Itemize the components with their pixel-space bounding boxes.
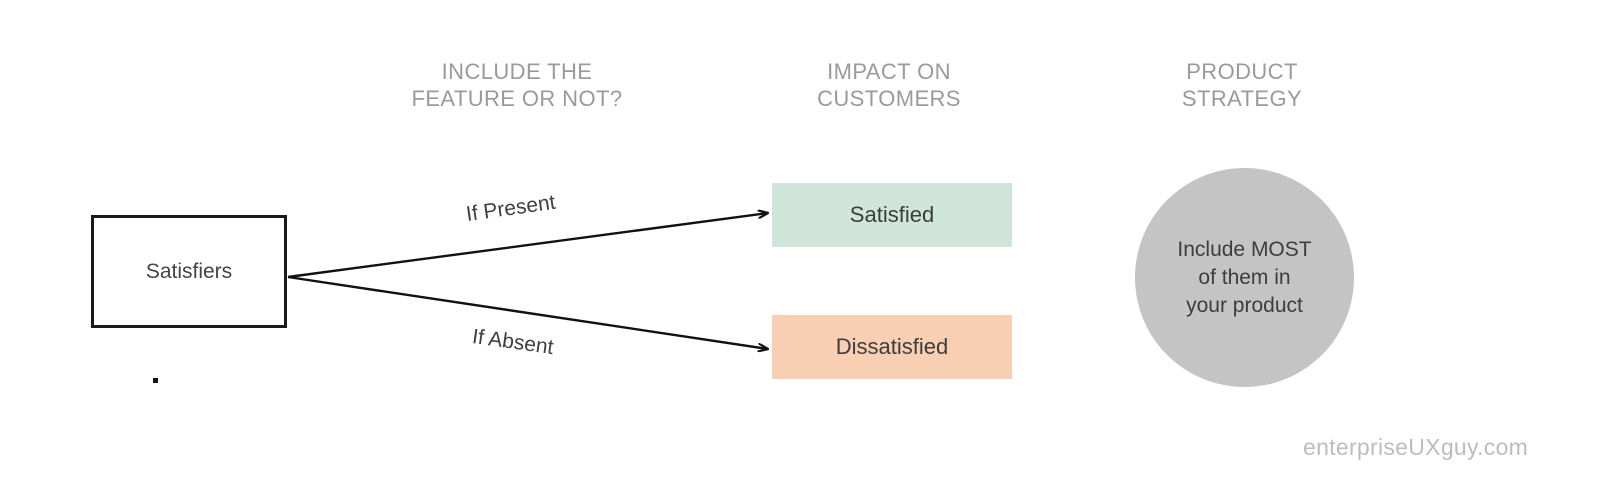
outcome-dissatisfied: Dissatisfied bbox=[772, 315, 1012, 379]
edge-label-if-absent: If Absent bbox=[470, 325, 555, 360]
outcome-dissatisfied-label: Dissatisfied bbox=[835, 334, 949, 359]
edge-label-if-present: If Present bbox=[464, 190, 557, 227]
watermark-enterpriseuxguy: enterpriseUXguy.com bbox=[1303, 434, 1529, 460]
outcome-satisfied-label: Satisfied bbox=[849, 202, 935, 227]
node-satisfiers: Satisfiers bbox=[91, 215, 287, 328]
stray-dot-mark bbox=[153, 378, 158, 383]
column-header-impact-on-customers: IMPACT ON CUSTOMERS bbox=[817, 59, 961, 111]
strategy-circle-label: Include MOST of them in your product bbox=[1177, 237, 1312, 317]
outcome-satisfied: Satisfied bbox=[772, 183, 1012, 247]
column-header-product-strategy: PRODUCT STRATEGY bbox=[1181, 59, 1303, 111]
arrow-if-present bbox=[287, 213, 768, 279]
strategy-circle: Include MOST of them in your product bbox=[1135, 168, 1354, 387]
node-satisfiers-label: Satisfiers bbox=[145, 259, 233, 283]
column-header-include-the-feature-or-not: INCLUDE THE FEATURE OR NOT? bbox=[411, 59, 623, 111]
